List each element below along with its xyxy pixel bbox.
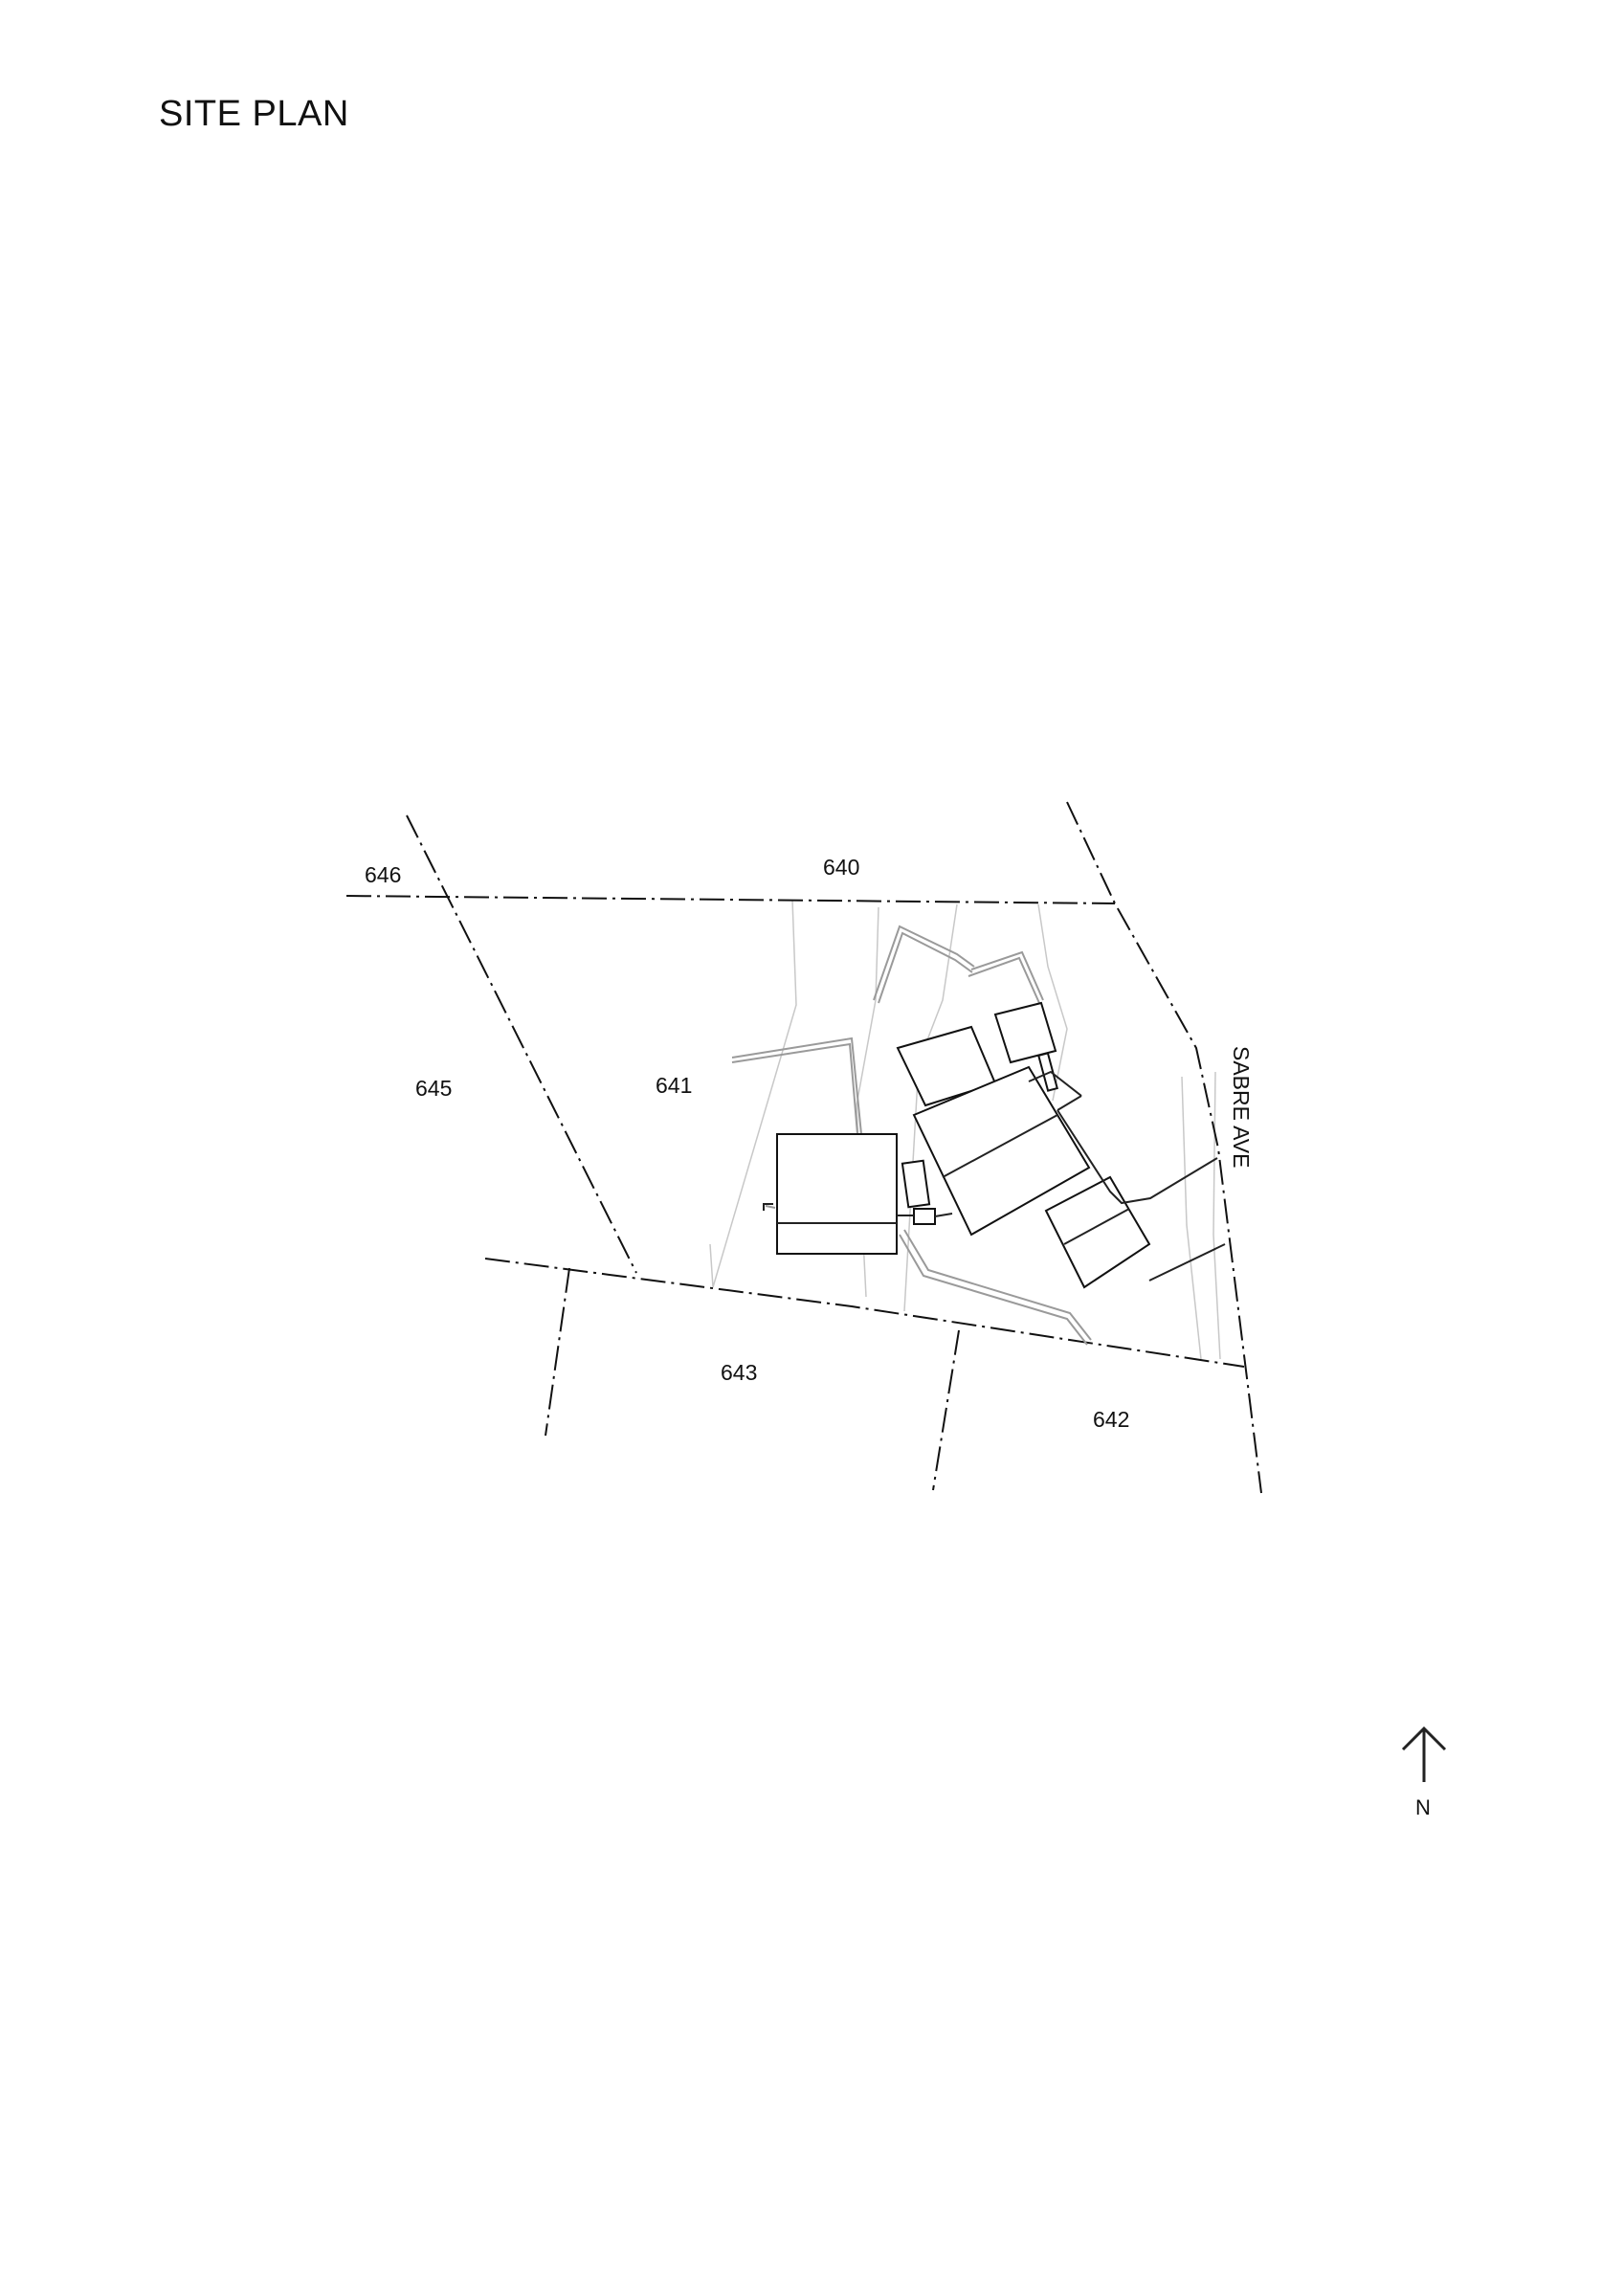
building-small-northeast [993, 1001, 1057, 1064]
small-structure-b [913, 1208, 936, 1225]
lot-label-645: 645 [415, 1076, 452, 1101]
north-arrow-icon [1401, 1726, 1447, 1782]
lot-label-641: 641 [656, 1073, 692, 1098]
stair-element [1037, 1052, 1058, 1092]
small-structure-a [901, 1159, 931, 1209]
building-southeast [1044, 1175, 1151, 1289]
contour-lines [709, 899, 1221, 1360]
lot-label-642: 642 [1093, 1407, 1129, 1432]
lot-label-646: 646 [365, 862, 401, 887]
walls-and-paths [731, 925, 1092, 1346]
lot-label-643: 643 [721, 1360, 757, 1385]
page-title: SITE PLAN [159, 94, 349, 134]
property-boundaries [345, 801, 1262, 1494]
building-west [776, 1133, 898, 1255]
north-label: N [1415, 1795, 1431, 1819]
building-main [912, 1065, 1091, 1237]
buildings [763, 1001, 1226, 1289]
lot-label-640: 640 [823, 855, 859, 880]
street-label: SABRE AVE [1229, 1046, 1254, 1168]
